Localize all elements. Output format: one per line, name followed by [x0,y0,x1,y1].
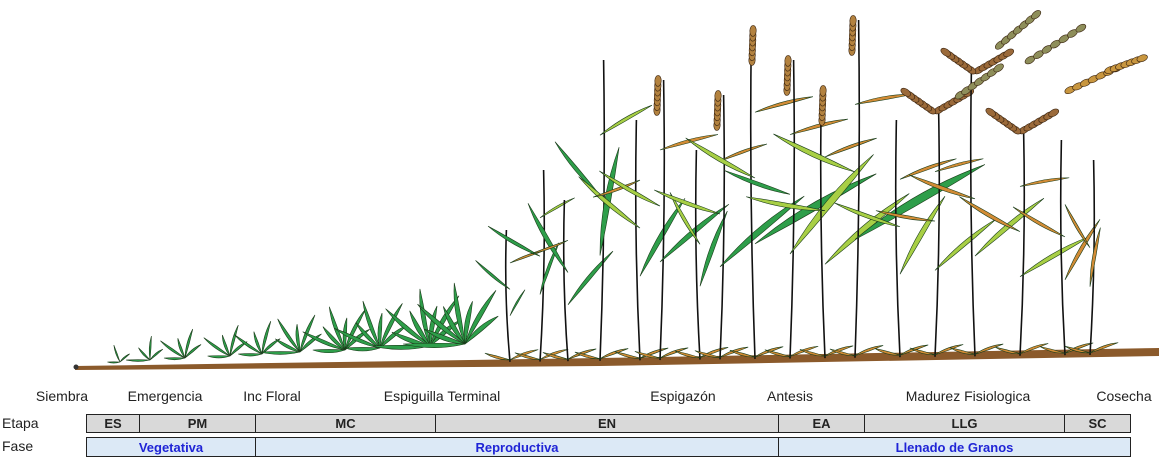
leaf [615,352,640,359]
milestone-madurez-fisiologica: Madurez Fisiologica [906,388,1031,404]
stem [506,230,510,362]
fase-cell-vegetativa: Vegetativa [87,438,256,456]
leaf [238,354,262,356]
leaf [138,348,150,360]
stem [751,30,755,359]
wheat-spike-icon [715,90,722,101]
stem [855,20,859,358]
milestone-inc-floral: Inc Floral [243,388,301,404]
stem [660,80,664,360]
wheat-spike-icon [820,85,827,96]
leaf [488,226,540,256]
etapa-row-label: Etapa [2,415,39,431]
leaf [345,347,380,351]
leaf [1013,207,1065,237]
leaf [114,345,120,362]
leaf [126,360,150,362]
etapa-cell-pm: PM [140,415,256,432]
leaf [485,353,510,360]
leaf [959,197,1020,232]
leaf [660,134,718,150]
milestone-emergencia: Emergencia [128,388,203,404]
stem [896,120,900,357]
fase-row: Vegetativa Reproductiva Llenado de Grano… [86,437,1131,457]
stem [540,170,544,362]
leaf [540,198,575,218]
soil-start-dot [74,365,79,370]
milestone-siembra: Siembra [36,388,88,404]
leaf [164,358,185,360]
leaf [1020,178,1069,187]
leaf [149,336,151,360]
leaf [855,165,985,240]
stem [636,120,640,360]
milestone-antesis: Antesis [767,388,813,404]
etapa-row: ES PM MC EN EA LLG SC [86,414,1131,433]
stem [790,60,794,359]
leaf [107,362,120,363]
wheat-spike-icon [850,15,857,26]
stem [935,110,939,357]
leaf [568,251,613,305]
etapa-cell-es: ES [87,415,140,432]
leaf [476,260,510,289]
etapa-cell-sc: SC [1065,415,1130,432]
etapa-cell-llg: LLG [865,415,1065,432]
leaf [825,138,877,157]
fase-cell-reproductiva: Reproductiva [256,438,779,456]
leaf [724,170,790,194]
wheat-spike-icon [750,25,757,36]
milestone-cosecha: Cosecha [1096,388,1151,404]
leaf [900,159,956,180]
etapa-cell-en: EN [436,415,779,432]
fase-row-label: Fase [2,438,33,454]
leaf [555,142,600,196]
wheat-spike-icon [655,75,662,86]
etapa-cell-mc: MC [256,415,436,432]
leaf [773,134,855,172]
leaf [208,356,230,358]
leaf [510,290,525,316]
stem [971,70,975,356]
stem [696,150,700,360]
milestone-espigazon: Espigazón [650,388,715,404]
leaf [790,154,874,254]
fase-cell-llenado-de-granos: Llenado de Granos [779,438,1130,456]
etapa-cell-ea: EA [779,415,865,432]
milestone-espiguilla-terminal: Espiguilla Terminal [384,388,500,404]
wheat-spike-icon [785,55,792,66]
leaf [720,144,767,161]
stem [1020,130,1024,356]
wheat-growth-illustration [0,0,1159,380]
leaf [380,303,402,348]
stem [564,200,568,361]
leaf [1090,228,1100,287]
leaf [755,97,813,113]
leaf [150,349,163,360]
leaf [313,349,345,352]
leaf [260,352,300,355]
stem [821,90,825,358]
leaf [600,105,652,135]
